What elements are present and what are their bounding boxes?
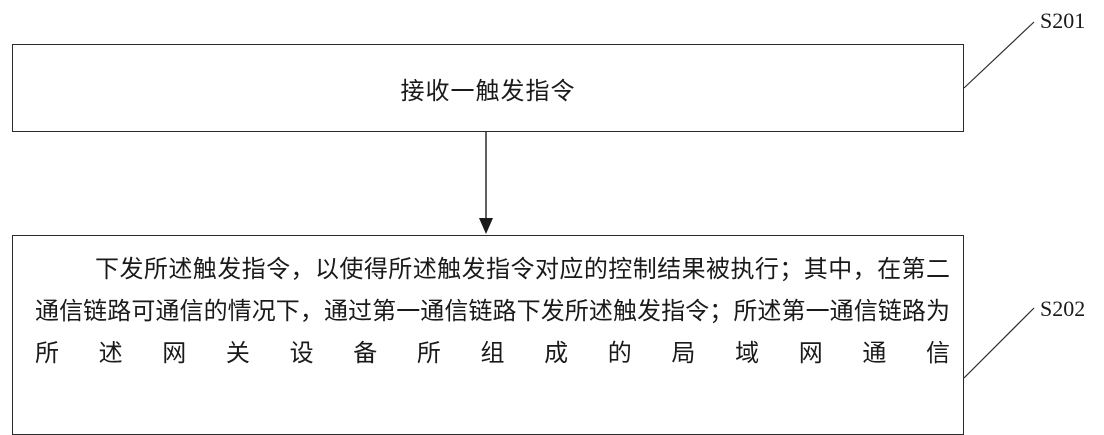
- step-box-s202: 下发所述触发指令，以使得所述触发指令对应的控制结果被执行；其中，在第二通信链路可…: [12, 235, 964, 435]
- leader-line-s201: [963, 21, 1035, 89]
- leader-line-s202: [963, 307, 1035, 379]
- step-text-s202: 下发所述触发指令，以使得所述触发指令对应的控制结果被执行；其中，在第二通信链路可…: [35, 255, 950, 367]
- step-text-s201: 接收一触发指令: [400, 76, 576, 105]
- step-label-s202: S202: [1040, 296, 1086, 321]
- flow-arrow-head: [479, 218, 493, 234]
- step-box-s201: 接收一触发指令: [12, 44, 964, 132]
- step-label-s201: S201: [1040, 8, 1086, 33]
